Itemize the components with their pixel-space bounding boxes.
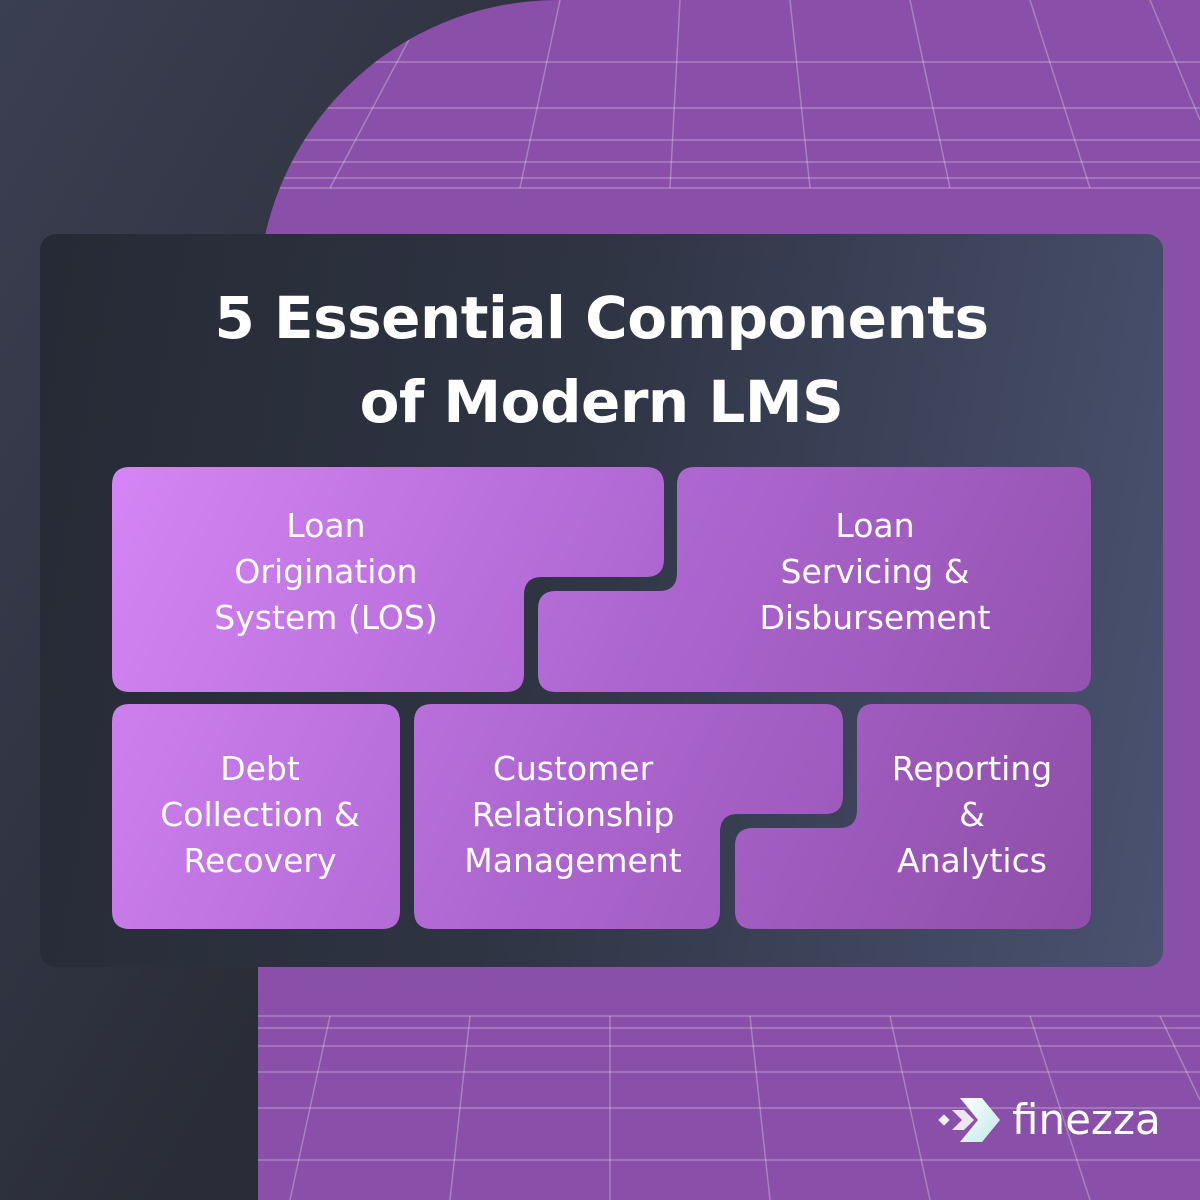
- block-loan-servicing: [538, 467, 1091, 692]
- block-reporting-analytics: [735, 704, 1091, 929]
- block-customer-relationship: [414, 704, 843, 929]
- block-loan-origination: [112, 467, 664, 692]
- finezza-logo-text: finezza: [1012, 1095, 1161, 1144]
- label-reporting-analytics: Reporting & Analytics: [891, 749, 1053, 880]
- block-debt-collection: [112, 704, 400, 929]
- label-customer-relationship: Customer Relationship Management: [464, 749, 682, 880]
- finezza-logo-icon: [938, 1098, 1000, 1142]
- page-title: 5 Essential Components of Modern LMS: [40, 276, 1163, 444]
- label-debt-collection: Debt Collection & Recovery: [160, 749, 360, 880]
- label-loan-origination: Loan Origination System (LOS): [214, 506, 438, 637]
- label-loan-servicing: Loan Servicing & Disbursement: [759, 506, 991, 637]
- title-line-2: of Modern LMS: [359, 368, 844, 436]
- title-line-1: 5 Essential Components: [214, 284, 989, 352]
